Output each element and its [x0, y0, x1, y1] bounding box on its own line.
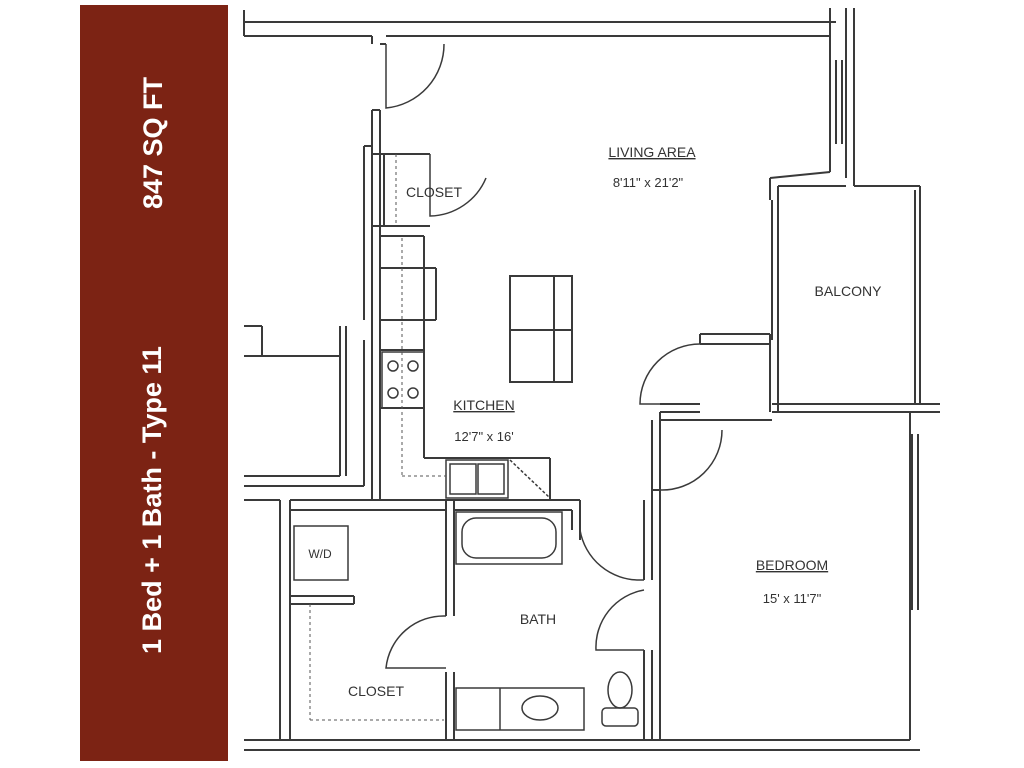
living-area-dimensions: 8'11" x 21'2": [613, 175, 684, 190]
washer-dryer-unit: [293, 525, 349, 581]
walls: [243, 8, 940, 751]
kitchen-sink: [445, 459, 551, 499]
kitchen-island: [509, 275, 573, 383]
side-banner: 1 Bed + 1 Bath - Type 11 847 SQ FT: [80, 5, 228, 761]
balcony-label: BALCONY: [815, 283, 883, 299]
living-area-label: LIVING AREA: [608, 144, 696, 160]
kitchen-dimensions: 12'7" x 16': [454, 429, 513, 444]
vanity-sink: [455, 687, 585, 731]
stove: [381, 351, 425, 409]
door-swings: [385, 43, 723, 669]
counter-edges: [309, 154, 446, 721]
entry-closet-label: CLOSET: [406, 184, 462, 200]
bedroom-dimensions: 15' x 11'7": [763, 591, 822, 606]
toilet: [601, 671, 639, 727]
square-footage: 847 SQ FT: [138, 76, 168, 210]
bath-label: BATH: [520, 611, 556, 627]
kitchen-label: KITCHEN: [453, 397, 514, 413]
washer-dryer-label: W/D: [308, 547, 332, 561]
bedroom-closet-label: CLOSET: [348, 683, 404, 699]
unit-type-title: 1 Bed + 1 Bath - Type 11: [137, 346, 167, 654]
floor-plan: LIVING AREA 8'11" x 21'2" CLOSET BALCONY…: [243, 8, 940, 751]
bathtub: [455, 511, 563, 565]
bedroom-label: BEDROOM: [756, 557, 828, 573]
